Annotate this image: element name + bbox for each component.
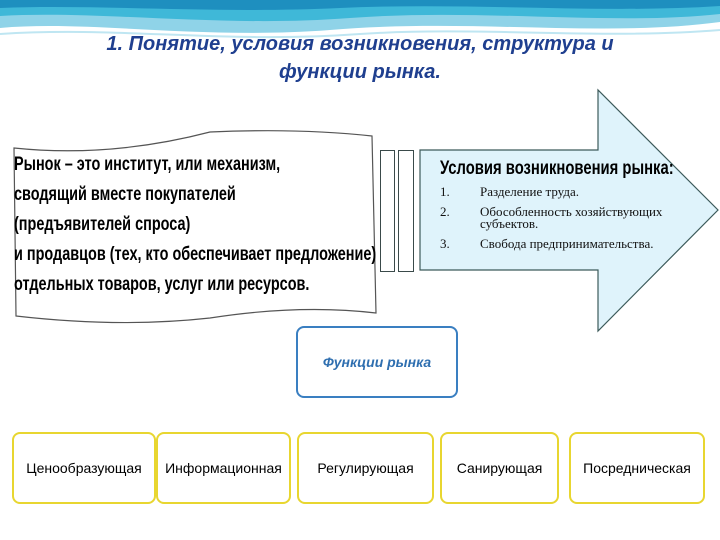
list-text: Обособленность хозяйствующих субъектов. xyxy=(480,204,663,231)
list-number: 2. xyxy=(440,204,450,219)
function-box-regulating: Регулирующая xyxy=(297,432,434,504)
list-text: Свобода предпринимательства. xyxy=(480,236,654,251)
list-item: 1. Разделение труда. xyxy=(440,184,680,199)
page-title-line2: функции рынка. xyxy=(279,61,441,83)
function-box-pricing: Ценообразующая xyxy=(12,432,156,504)
arrow-shape xyxy=(419,88,719,333)
list-number: 1. xyxy=(440,184,450,199)
page-title: 1. Понятие, условия возникновения, струк… xyxy=(20,30,700,86)
functions-title-box: Функции рынка xyxy=(296,326,458,398)
function-box-information: Информационная xyxy=(156,432,291,504)
definition-line: сводящий вместе покупателей xyxy=(14,184,236,205)
list-item: 2. Обособленность хозяйствующих субъекто… xyxy=(440,204,680,231)
list-item: 3. Свобода предпринимательства. xyxy=(440,236,680,251)
definition-line: отдельных товаров, услуг или ресурсов. xyxy=(14,274,310,295)
function-box-intermediary: Посредническая xyxy=(569,432,705,504)
list-text: Разделение труда. xyxy=(480,184,579,199)
conditions-title: Условия возникновения рынка: xyxy=(440,158,674,179)
connector-bar xyxy=(398,150,414,272)
definition-line: и продавцов (тех, кто обеспечивает предл… xyxy=(14,244,377,265)
function-box-sanitizing: Санирующая xyxy=(440,432,559,504)
connector-bar xyxy=(380,150,395,272)
market-definition: Рынок – это институт, или механизм, свод… xyxy=(14,150,377,300)
conditions-list: 1. Разделение труда. 2. Обособленность х… xyxy=(440,184,680,258)
wave-banner xyxy=(0,0,720,39)
scroll-shape xyxy=(13,130,377,324)
list-number: 3. xyxy=(440,236,450,251)
definition-line: (предъявителей спроса) xyxy=(14,214,191,235)
page-title-line1: 1. Понятие, условия возникновения, струк… xyxy=(106,33,614,55)
definition-line: Рынок – это институт, или механизм, xyxy=(14,154,281,175)
